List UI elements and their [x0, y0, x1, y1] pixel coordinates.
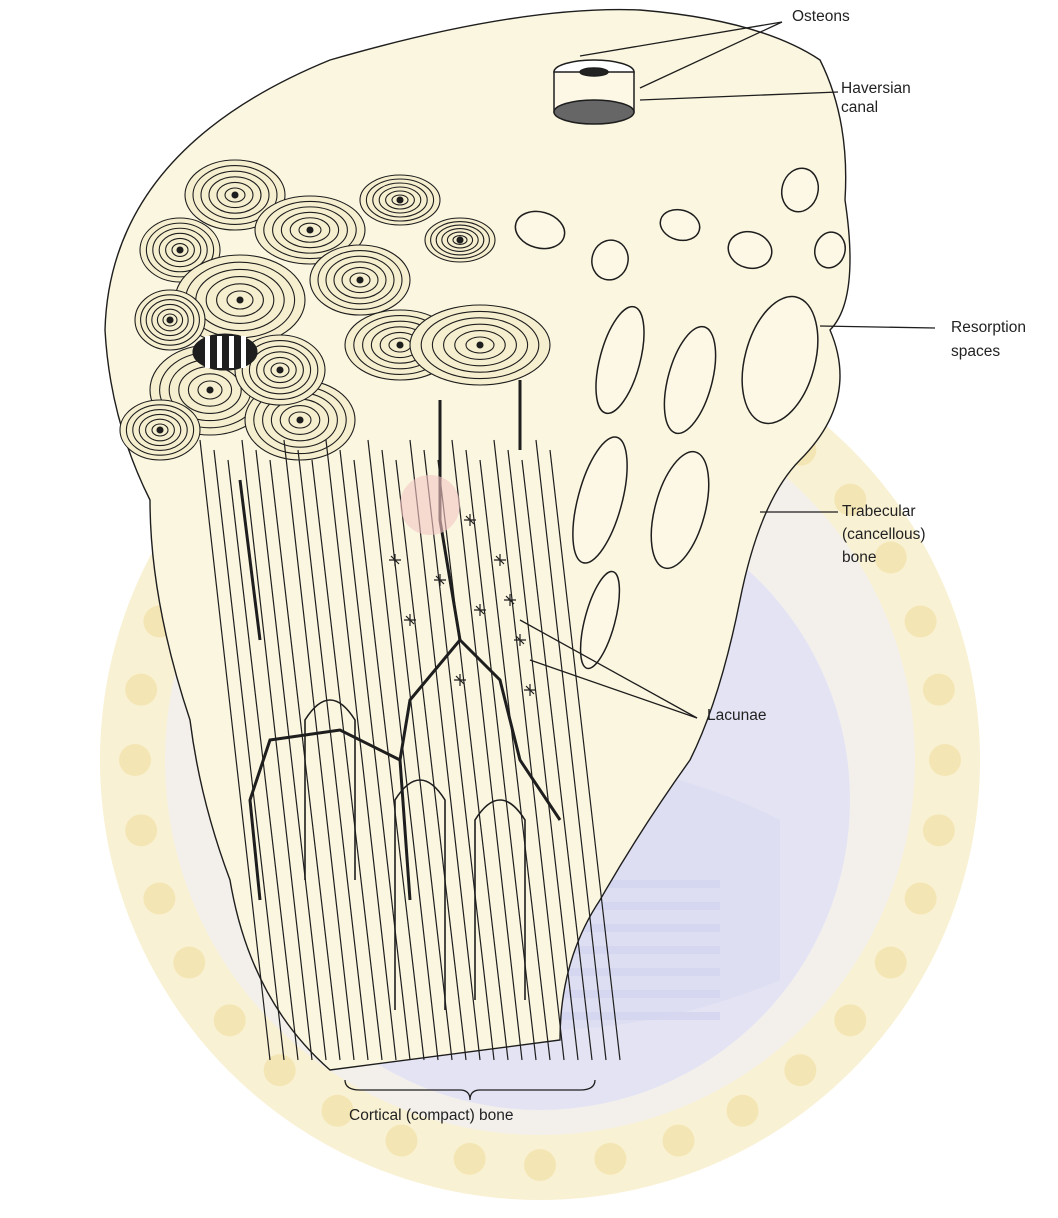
- seal-dot: [125, 674, 157, 706]
- seal-dot: [214, 1004, 246, 1036]
- seal-dot: [385, 1125, 417, 1157]
- haversian-dot: [297, 417, 303, 423]
- seal-dot: [594, 1143, 626, 1175]
- seal-dot: [905, 605, 937, 637]
- label-haversian-canal-line1: Haversian: [841, 79, 911, 98]
- seal-dot: [929, 744, 961, 776]
- haversian-dot: [167, 317, 173, 323]
- seal-dot: [119, 744, 151, 776]
- band: [229, 336, 234, 368]
- seal-dot: [923, 814, 955, 846]
- haversian-dot: [457, 237, 463, 243]
- haversian-dot: [357, 277, 363, 283]
- seal-dot: [524, 1149, 556, 1181]
- label-trabecular-line1: Trabecular: [842, 502, 916, 521]
- seal-dot: [454, 1143, 486, 1175]
- label-resorption-line1: Resorption: [951, 318, 1026, 337]
- label-lacunae: Lacunae: [707, 706, 766, 725]
- band: [217, 336, 222, 368]
- seal-dot: [125, 814, 157, 846]
- seal-dot: [173, 947, 205, 979]
- seal-dot: [923, 674, 955, 706]
- haversian-dot: [157, 427, 163, 433]
- stain-spot: [400, 475, 460, 535]
- seal-dot: [727, 1095, 759, 1127]
- label-haversian-canal-line2: canal: [841, 98, 878, 117]
- haversian-dot: [277, 367, 283, 373]
- haversian-dot: [177, 247, 183, 253]
- seal-dot: [834, 1004, 866, 1036]
- label-resorption-line2: spaces: [951, 342, 1000, 361]
- haversian-dot: [477, 342, 483, 348]
- osteon-cylinder: [554, 60, 634, 124]
- seal-dot: [905, 883, 937, 915]
- haversian-dot: [397, 197, 403, 203]
- seal-dot: [875, 542, 907, 574]
- haversian-dot: [232, 192, 238, 198]
- haversian-dot: [237, 297, 243, 303]
- band: [205, 336, 210, 368]
- label-osteons: Osteons: [792, 7, 850, 26]
- band: [241, 336, 246, 368]
- seal-dot: [784, 1054, 816, 1086]
- label-trabecular-line2: (cancellous): [842, 525, 926, 544]
- label-cortical-bone: Cortical (compact) bone: [349, 1106, 514, 1125]
- seal-dot: [264, 1054, 296, 1086]
- label-trabecular-line3: bone: [842, 548, 876, 567]
- seal-dot: [663, 1125, 695, 1157]
- banded-osteon: [193, 334, 257, 370]
- haversian-dot: [207, 387, 213, 393]
- seal-dot: [143, 883, 175, 915]
- seal-dot: [875, 947, 907, 979]
- haversian-dot: [397, 342, 403, 348]
- haversian-dot: [307, 227, 313, 233]
